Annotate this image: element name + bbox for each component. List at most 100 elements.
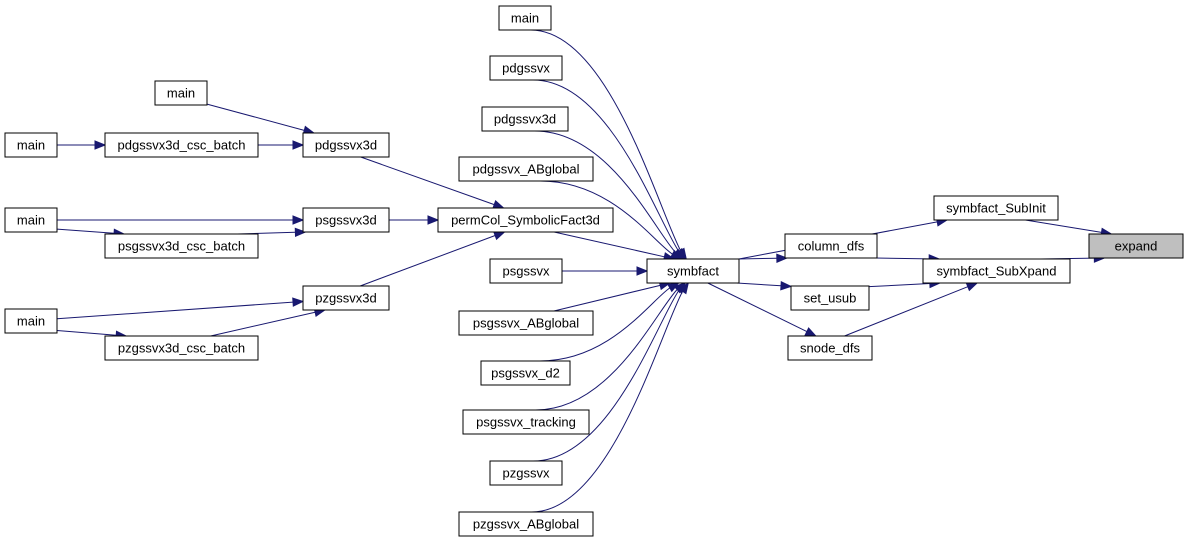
node-snode_dfs[interactable]: snode_dfs bbox=[787, 335, 873, 361]
edge-main_d-to-pzgssvx3d bbox=[56, 297, 305, 320]
node-label: main bbox=[17, 313, 45, 328]
node-box bbox=[790, 285, 870, 311]
node-pdgssvx[interactable]: pdgssvx bbox=[489, 55, 563, 81]
edge-line bbox=[530, 29, 682, 251]
node-label: snode_dfs bbox=[800, 340, 860, 355]
node-box bbox=[787, 335, 873, 361]
node-box bbox=[437, 207, 614, 233]
edge-pdgssvx_ABglobal-to-symbfact bbox=[540, 180, 683, 260]
node-pzgssvx_ABglobal[interactable]: pzgssvx_ABglobal bbox=[458, 511, 594, 537]
node-pzgssvx3d[interactable]: pzgssvx3d bbox=[302, 285, 390, 311]
edge-psgssvx_tracking-to-symbfact bbox=[535, 282, 686, 411]
node-psgssvx[interactable]: psgssvx bbox=[489, 258, 563, 284]
arrowhead bbox=[804, 327, 818, 337]
node-box bbox=[458, 511, 594, 537]
node-box bbox=[104, 335, 259, 361]
node-box bbox=[922, 258, 1071, 284]
node-symbfact_SubInit[interactable]: symbfact_SubInit bbox=[933, 195, 1059, 221]
edge-psgssvx_ABglobal-to-symbfact bbox=[553, 280, 672, 312]
node-pzgssvx[interactable]: pzgssvx bbox=[489, 460, 563, 486]
edge-main_b-to-pdgssvx3d_csc_batch bbox=[57, 140, 107, 150]
node-psgssvx_d2[interactable]: psgssvx_d2 bbox=[480, 360, 571, 386]
node-box bbox=[489, 258, 563, 284]
node-box bbox=[4, 308, 58, 334]
arrowhead bbox=[965, 282, 979, 292]
node-label: pzgssvx3d bbox=[315, 290, 376, 305]
edge-psgssvx3d-to-permCol_SymbolicFact3d bbox=[389, 215, 440, 225]
edge-symbfact-to-column_dfs bbox=[737, 253, 789, 263]
node-main_b[interactable]: main bbox=[4, 132, 58, 158]
edge-line bbox=[707, 282, 808, 333]
node-psgssvx3d_csc_batch[interactable]: psgssvx3d_csc_batch bbox=[104, 233, 259, 259]
edge-line bbox=[360, 156, 495, 206]
edge-pzgssvx3d_csc_batch-to-pzgssvx3d bbox=[210, 307, 327, 337]
node-label: psgssvx3d_csc_batch bbox=[118, 238, 245, 253]
arrowhead bbox=[427, 215, 440, 225]
edge-pdgssvx3d-to-symbfact bbox=[534, 130, 685, 260]
node-permCol_SymbolicFact3d[interactable]: permCol_SymbolicFact3d bbox=[437, 207, 614, 233]
node-main_a[interactable]: main bbox=[154, 80, 208, 106]
edge-pdgssvx3d_csc_batch-to-pdgssvx3d_l bbox=[258, 140, 305, 150]
node-column_dfs[interactable]: column_dfs bbox=[784, 233, 878, 259]
node-expand: expand bbox=[1088, 233, 1184, 259]
edge-line bbox=[737, 257, 777, 260]
node-label: main bbox=[17, 212, 45, 227]
node-pdgssvx3d_l[interactable]: pdgssvx3d bbox=[302, 132, 390, 158]
node-box bbox=[154, 80, 208, 106]
edge-line bbox=[533, 290, 680, 462]
arrowhead bbox=[294, 227, 307, 238]
arrowhead bbox=[492, 200, 505, 209]
node-psgssvx3d[interactable]: psgssvx3d bbox=[302, 207, 390, 233]
edge-pzgssvx_ABglobal-to-symbfact bbox=[531, 281, 690, 513]
edge-line bbox=[533, 79, 680, 252]
edge-line bbox=[553, 231, 665, 258]
node-label: main bbox=[17, 137, 45, 152]
node-box bbox=[104, 132, 259, 158]
edge-pzgssvx3d-to-permCol_SymbolicFact3d bbox=[359, 231, 506, 287]
arrowhead bbox=[94, 140, 107, 150]
node-psgssvx_tracking[interactable]: psgssvx_tracking bbox=[462, 409, 590, 435]
arrowhead bbox=[636, 266, 649, 276]
node-box bbox=[458, 156, 594, 182]
node-pzgssvx3d_csc_batch[interactable]: pzgssvx3d_csc_batch bbox=[104, 335, 259, 361]
arrowhead bbox=[776, 253, 789, 263]
node-label: symbfact_SubXpand bbox=[937, 263, 1057, 278]
node-label: psgssvx_tracking bbox=[476, 414, 576, 429]
arrowhead bbox=[780, 281, 793, 291]
node-pdgssvx_ABglobal[interactable]: pdgssvx_ABglobal bbox=[458, 156, 594, 182]
node-label: psgssvx3d bbox=[315, 212, 376, 227]
edge-line bbox=[553, 284, 661, 312]
node-psgssvx_ABglobal[interactable]: psgssvx_ABglobal bbox=[458, 310, 594, 336]
node-pdgssvx3d[interactable]: pdgssvx3d bbox=[481, 106, 569, 132]
node-symbfact_SubXpand[interactable]: symbfact_SubXpand bbox=[922, 258, 1071, 284]
node-label: pzgssvx bbox=[503, 465, 550, 480]
arrowhead bbox=[292, 297, 305, 307]
node-pdgssvx3d_csc_batch[interactable]: pdgssvx3d_csc_batch bbox=[104, 132, 259, 158]
node-label: symbfact bbox=[667, 263, 719, 278]
node-label: pdgssvx bbox=[502, 60, 550, 75]
node-label: pdgssvx3d bbox=[494, 111, 556, 126]
arrowhead bbox=[669, 249, 683, 260]
nodes-layer: expand symbfact_SubInit symbfact_SubXpand c… bbox=[4, 5, 1184, 537]
arrowhead bbox=[292, 215, 305, 225]
node-label: expand bbox=[1115, 238, 1158, 253]
node-set_usub[interactable]: set_usub bbox=[790, 285, 870, 311]
node-main_d[interactable]: main bbox=[4, 308, 58, 334]
node-box bbox=[1088, 233, 1184, 259]
edge-line bbox=[736, 282, 782, 287]
arrowhead bbox=[292, 140, 305, 150]
node-box bbox=[646, 258, 740, 284]
node-label: main bbox=[167, 85, 195, 100]
node-box bbox=[104, 233, 259, 259]
edge-line bbox=[359, 235, 496, 287]
node-box bbox=[458, 310, 594, 336]
node-box bbox=[4, 132, 58, 158]
node-main_c[interactable]: main bbox=[4, 207, 58, 233]
node-label: pdgssvx3d_csc_batch bbox=[118, 137, 246, 152]
node-label: permCol_SymbolicFact3d bbox=[451, 212, 600, 227]
edge-line bbox=[875, 257, 930, 260]
node-main_top[interactable]: main bbox=[498, 5, 552, 31]
node-symbfact[interactable]: symbfact bbox=[646, 258, 740, 284]
node-box bbox=[4, 207, 58, 233]
